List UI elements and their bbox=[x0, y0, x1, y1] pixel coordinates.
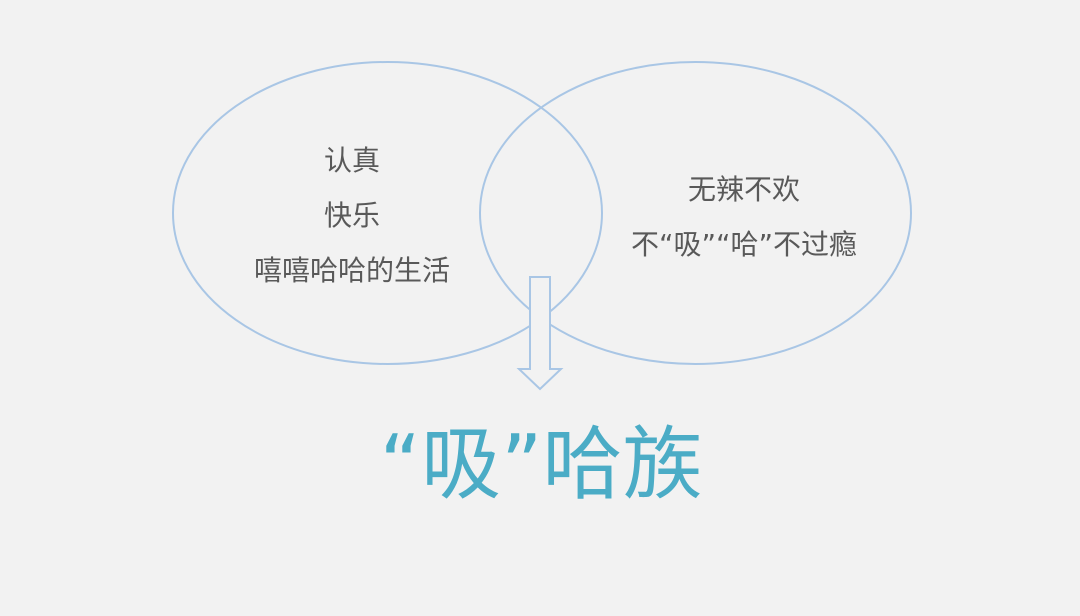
down-arrow-icon bbox=[516, 276, 564, 391]
right-ellipse bbox=[479, 61, 912, 365]
right-text-line-2: 不“吸”“哈”不过瘾 bbox=[630, 228, 858, 261]
left-text-line-2: 快乐 bbox=[323, 199, 381, 232]
left-text-line-3: 嘻嘻哈哈的生活 bbox=[253, 254, 451, 287]
left-text-line-1: 认真 bbox=[323, 144, 381, 177]
left-ellipse bbox=[172, 61, 603, 365]
right-text-line-1: 无辣不欢 bbox=[687, 173, 801, 206]
result-title: “吸”哈族 bbox=[379, 418, 703, 511]
